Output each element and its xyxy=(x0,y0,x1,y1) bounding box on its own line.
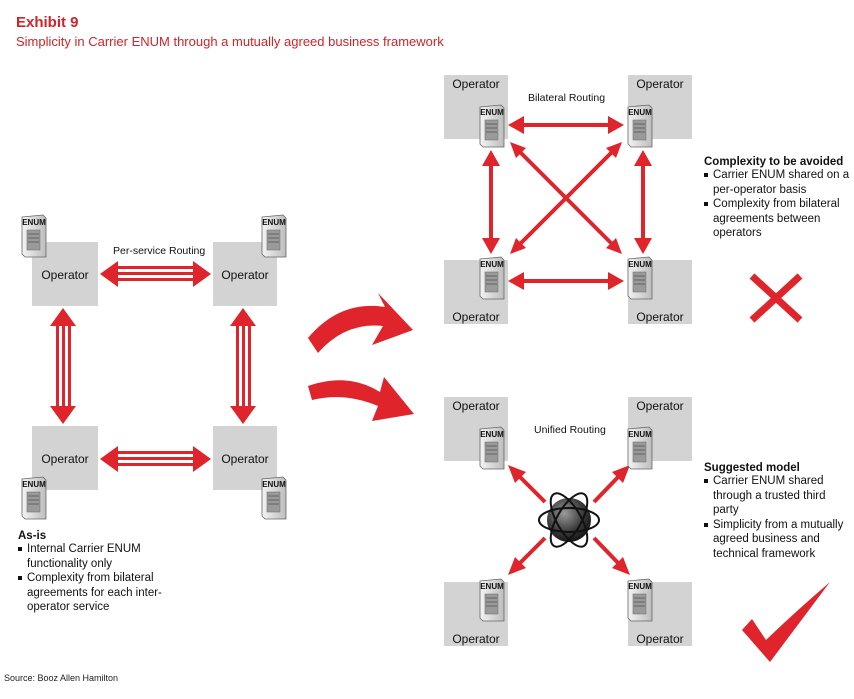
server-graphic: ENUM xyxy=(479,578,505,622)
curved-arrow-to-bilateral-icon xyxy=(308,293,413,353)
bullet-item: Carrier ENUM shared through a trusted th… xyxy=(704,474,850,518)
server-graphic: ENUM xyxy=(627,578,653,622)
operator-label: Operator xyxy=(221,452,269,466)
bilateral-heading: Complexity to be avoided xyxy=(704,156,844,168)
enum-server-icon: ENUM xyxy=(261,476,287,520)
enum-server-icon: ENUM xyxy=(627,578,653,622)
server-graphic: ENUM xyxy=(479,426,505,470)
as-is-vertical-arrow-right xyxy=(230,308,256,424)
bullet-item: Complexity from bilateral agreements for… xyxy=(18,571,178,615)
operator-label: Operator xyxy=(452,77,500,91)
server-graphic: ENUM xyxy=(627,426,653,470)
as-is-horizontal-arrow-bottom xyxy=(100,446,211,472)
as-is-heading: As-is xyxy=(18,530,47,542)
check-icon xyxy=(742,582,830,662)
exhibit-title: Exhibit 9 xyxy=(16,14,79,31)
exhibit-subtitle: Simplicity in Carrier ENUM through a mut… xyxy=(16,34,444,49)
operator-label: Operator xyxy=(636,399,684,413)
enum-server-icon: ENUM xyxy=(21,214,47,258)
enum-server-icon: ENUM xyxy=(479,104,505,148)
operator-label: Operator xyxy=(452,632,500,646)
operator-label: Operator xyxy=(636,310,684,324)
enum-label: ENUM xyxy=(262,218,286,227)
enum-label: ENUM xyxy=(480,582,504,591)
operator-label: Operator xyxy=(41,268,89,282)
enum-label: ENUM xyxy=(628,108,652,117)
bullet-item: Simplicity from a mutually agreed busine… xyxy=(704,518,850,562)
as-is-horizontal-arrow-top xyxy=(100,261,211,287)
operator-label: Operator xyxy=(221,268,269,282)
enum-server-icon: ENUM xyxy=(627,256,653,300)
server-graphic: ENUM xyxy=(479,104,505,148)
enum-server-icon: ENUM xyxy=(479,426,505,470)
enum-server-icon: ENUM xyxy=(261,214,287,258)
enum-label: ENUM xyxy=(628,582,652,591)
enum-label: ENUM xyxy=(480,260,504,269)
server-graphic: ENUM xyxy=(627,104,653,148)
server-graphic: ENUM xyxy=(21,476,47,520)
bullet-item: Complexity from bilateral agreements bet… xyxy=(704,197,850,241)
operator-label: Operator xyxy=(452,310,500,324)
unified-heading: Suggested model xyxy=(704,462,800,474)
enum-label: ENUM xyxy=(22,480,46,489)
operator-label: Operator xyxy=(452,399,500,413)
per-service-routing-label: Per-service Routing xyxy=(113,245,206,257)
bilateral-arrows xyxy=(482,116,652,290)
as-is-bullets: Internal Carrier ENUM functionality only… xyxy=(18,542,178,615)
enum-label: ENUM xyxy=(262,480,286,489)
globe-hub-icon xyxy=(538,492,600,548)
server-graphic: ENUM xyxy=(261,476,287,520)
operator-label: Operator xyxy=(636,632,684,646)
enum-label: ENUM xyxy=(480,430,504,439)
bilateral-notes: Complexity to be avoided Carrier ENUM sh… xyxy=(704,156,850,241)
unified-bullets: Carrier ENUM shared through a trusted th… xyxy=(704,474,850,561)
as-is-vertical-arrow-left xyxy=(50,308,76,424)
bullet-item: Carrier ENUM shared on a per-operator ba… xyxy=(704,168,850,197)
curved-arrow-to-unified-icon xyxy=(308,377,414,421)
unified-notes: Suggested model Carrier ENUM shared thro… xyxy=(704,462,850,561)
enum-server-icon: ENUM xyxy=(21,476,47,520)
enum-server-icon: ENUM xyxy=(479,578,505,622)
enum-label: ENUM xyxy=(480,108,504,117)
server-graphic: ENUM xyxy=(627,256,653,300)
unified-routing-label: Unified Routing xyxy=(534,424,606,436)
enum-server-icon: ENUM xyxy=(627,104,653,148)
bullet-item: Internal Carrier ENUM functionality only xyxy=(18,542,178,571)
source-note: Source: Booz Allen Hamilton xyxy=(4,673,119,683)
server-graphic: ENUM xyxy=(479,256,505,300)
enum-label: ENUM xyxy=(22,218,46,227)
enum-server-icon: ENUM xyxy=(479,256,505,300)
server-graphic: ENUM xyxy=(261,214,287,258)
enum-server-icon: ENUM xyxy=(627,426,653,470)
operator-label: Operator xyxy=(636,77,684,91)
enum-label: ENUM xyxy=(628,430,652,439)
enum-label: ENUM xyxy=(628,260,652,269)
as-is-notes: As-is Internal Carrier ENUM functionalit… xyxy=(18,530,178,615)
cross-icon xyxy=(749,273,803,323)
bilateral-bullets: Carrier ENUM shared on a per-operator ba… xyxy=(704,168,850,241)
unified-arrows xyxy=(508,465,630,575)
operator-label: Operator xyxy=(41,452,89,466)
bilateral-routing-label: Bilateral Routing xyxy=(528,92,606,104)
server-graphic: ENUM xyxy=(21,214,47,258)
